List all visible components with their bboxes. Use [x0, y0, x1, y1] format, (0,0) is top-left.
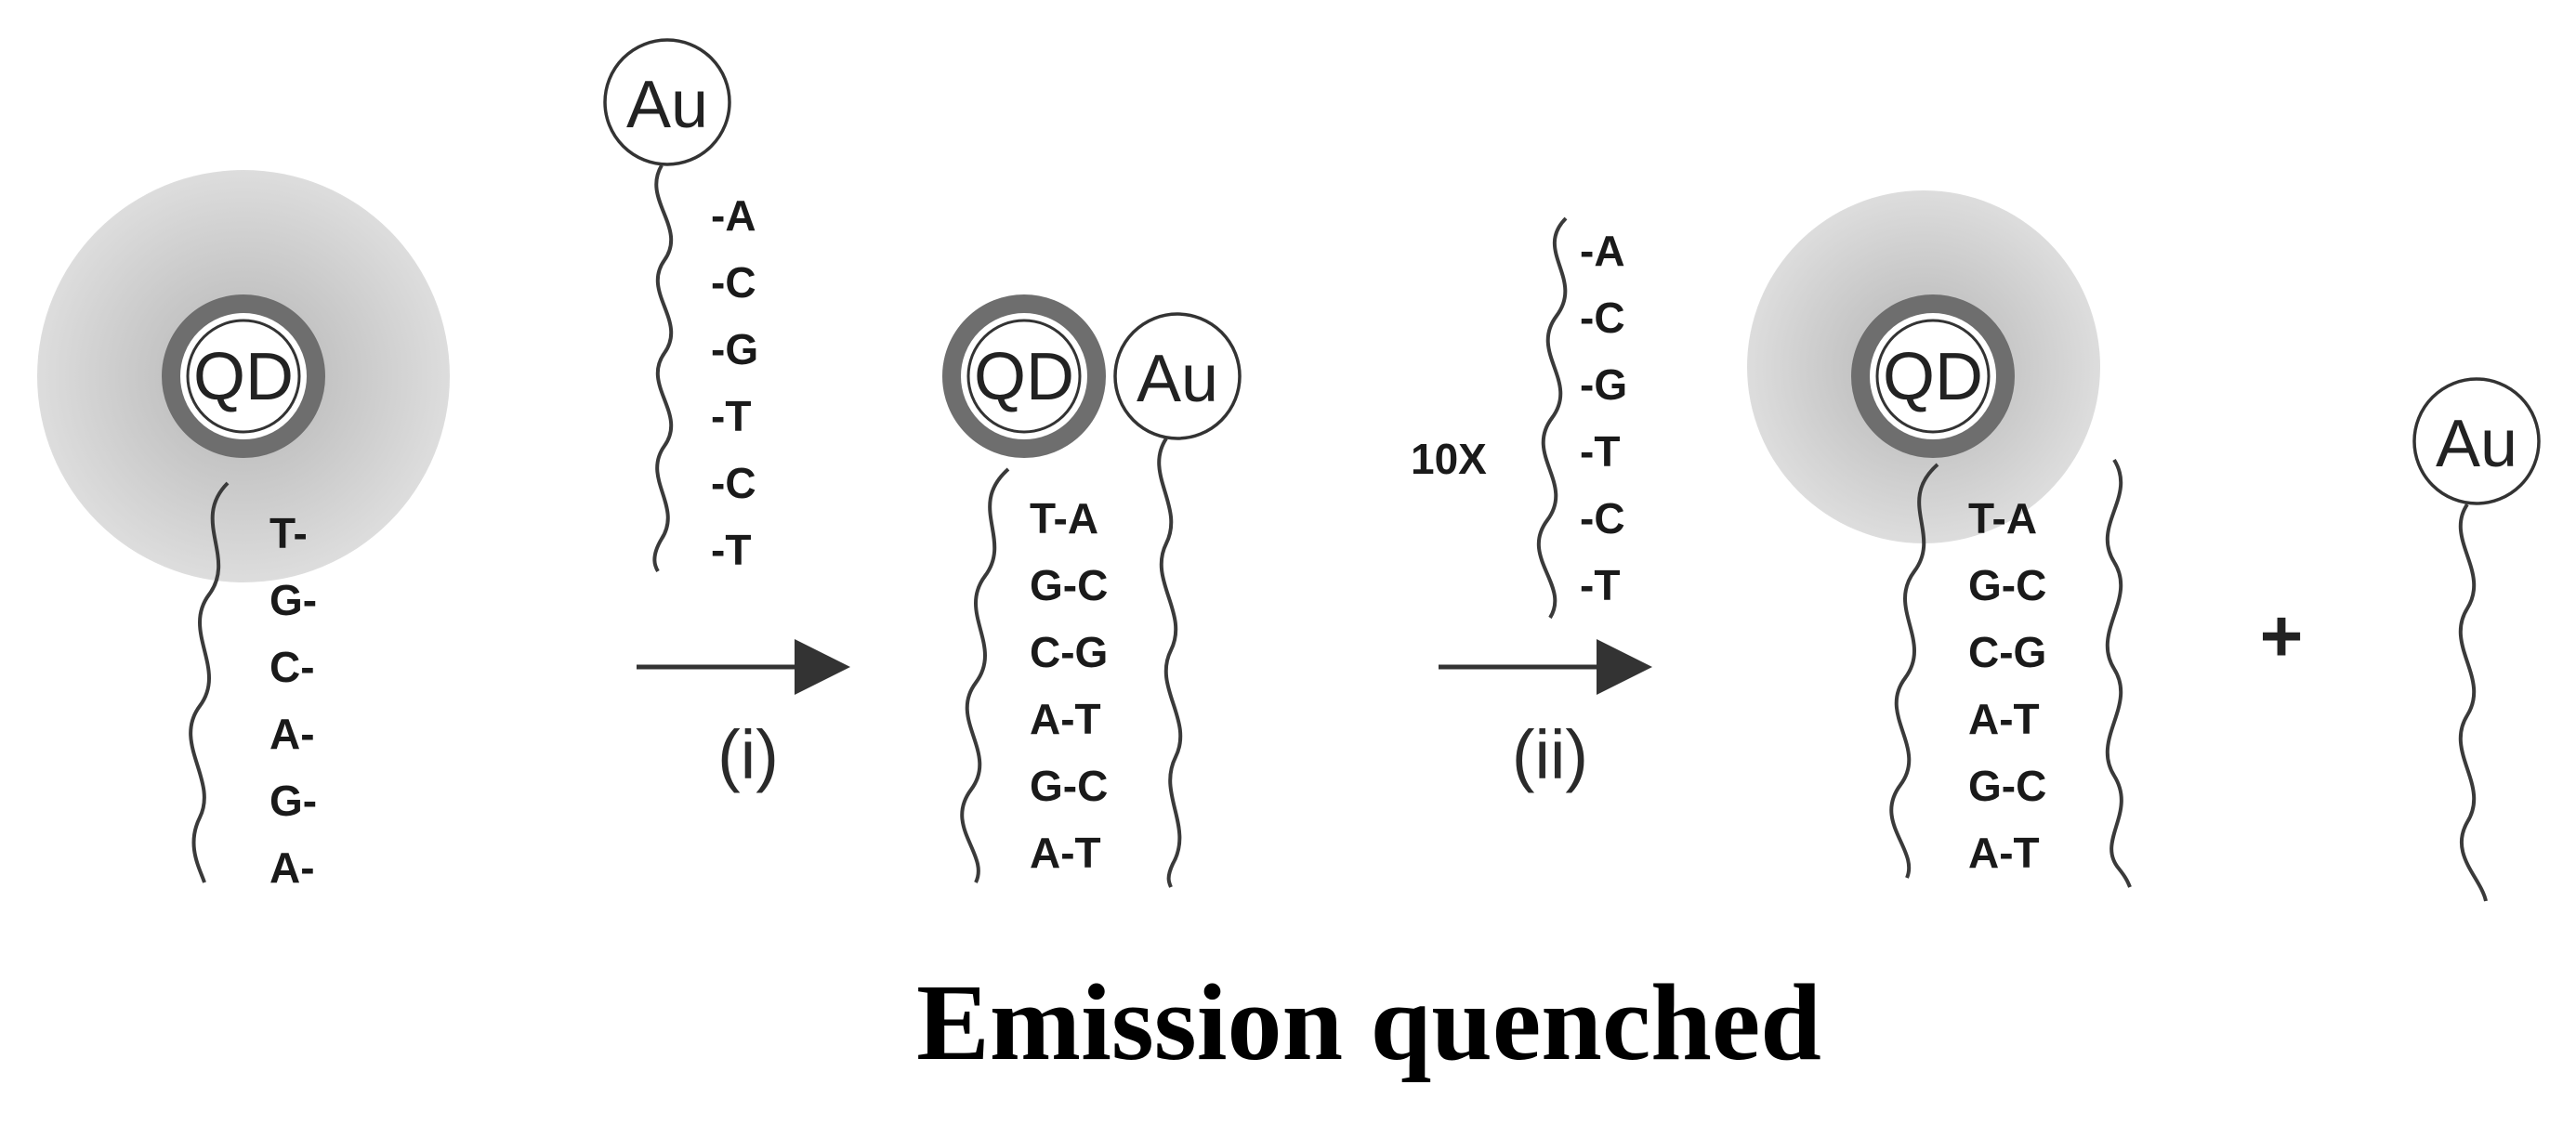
step-ii-label: (ii): [1512, 716, 1588, 793]
duplex-base-pair: A-T: [1968, 829, 2040, 877]
au-label: Au: [1137, 342, 1218, 416]
duplex-base-pair: T-A: [1968, 494, 2037, 542]
target-base: -A: [1580, 227, 1625, 275]
arrow-step-i: (i): [637, 639, 850, 793]
target-strand: [1536, 216, 1568, 620]
target-base: -C: [1580, 494, 1625, 542]
au-probe-bases: -A -C -G -T -C -T: [711, 191, 758, 574]
qd-core-outline: [186, 319, 301, 434]
qd-probe-base: G-: [269, 576, 317, 624]
arrow-step-ii: (ii): [1439, 639, 1652, 793]
qd-probe-base: A-: [269, 710, 315, 758]
duplex-right-strand: [1157, 437, 1183, 888]
au-probe-strand: [652, 163, 674, 573]
duplex-base-pair: A-T: [1030, 829, 1101, 877]
au-probe-base: -G: [711, 325, 758, 373]
au-label: Au: [2436, 407, 2517, 481]
target-base: -C: [1580, 294, 1625, 342]
duplex-base-pair: G-C: [1030, 762, 1108, 810]
qd-probe-base: C-: [269, 643, 315, 691]
qd-probe-bases: T- G- C- A- G- A-: [269, 509, 317, 892]
qd-label: QD: [1883, 340, 1983, 414]
target-base: -G: [1580, 360, 1627, 409]
au-probe-base: -T: [711, 526, 751, 574]
duplex-left-strand: [960, 467, 1010, 883]
duplex-base-pair: T-A: [1030, 494, 1098, 542]
target-strand-group: 10X -A -C -G -T -C -T: [1411, 216, 1627, 620]
duplex-base-pairs: T-A G-C C-G A-T G-C A-T: [1030, 494, 1108, 877]
au-probe-base: -C: [711, 258, 756, 307]
au-probe: Au -A -C -G -T -C -T: [603, 38, 758, 574]
duplex-base-pair: G-C: [1968, 561, 2046, 609]
qd-probe-strand: [189, 481, 230, 883]
duplex-base-pair: C-G: [1030, 628, 1108, 676]
qd-label: QD: [193, 340, 294, 414]
target-base: -T: [1580, 561, 1620, 609]
plus-sign: +: [2260, 595, 2304, 677]
target-bases: -A -C -G -T -C -T: [1580, 227, 1627, 609]
au-probe-base: -C: [711, 459, 756, 507]
caption-emission-quenched: Emission quenched: [916, 961, 1821, 1083]
au-probe-base: -A: [711, 191, 756, 240]
duplex-right-strand: [2105, 458, 2132, 888]
qd-probe-base: G-: [269, 777, 317, 825]
duplex-base-pairs: T-A G-C C-G A-T G-C A-T: [1968, 494, 2046, 877]
duplex-base-pair: G-C: [1968, 762, 2046, 810]
excess-label: 10X: [1411, 435, 1487, 483]
duplex-base-pair: G-C: [1030, 561, 1108, 609]
target-base: -T: [1580, 427, 1620, 476]
qd-core-outline: [1875, 319, 1991, 434]
au-particle: [1113, 312, 1242, 440]
step-i-label: (i): [717, 716, 779, 793]
duplex-base-pair: A-T: [1968, 695, 2040, 743]
panel-qd-probe: QD T- G- C- A- G- A-: [37, 170, 450, 892]
released-au-strand: [2458, 503, 2488, 902]
au-particle: [2412, 377, 2541, 505]
panel-displaced-emitting: QD T-A G-C C-G A-T G-C A-T + Au: [1747, 190, 2541, 902]
duplex-base-pair: A-T: [1030, 695, 1101, 743]
duplex-base-pair: C-G: [1968, 628, 2046, 676]
qd-label: QD: [974, 340, 1074, 414]
au-particle: [603, 38, 731, 166]
qd-core-outline: [966, 319, 1082, 434]
duplex-left-strand: [1889, 463, 1939, 879]
au-probe-base: -T: [711, 392, 751, 440]
panel-hybridized-quenched: QD Au T-A G-C C-G A-T G-C A-T: [942, 294, 1242, 888]
qd-probe-base: T-: [269, 509, 308, 557]
au-label: Au: [626, 68, 708, 142]
qd-probe-base: A-: [269, 843, 315, 892]
